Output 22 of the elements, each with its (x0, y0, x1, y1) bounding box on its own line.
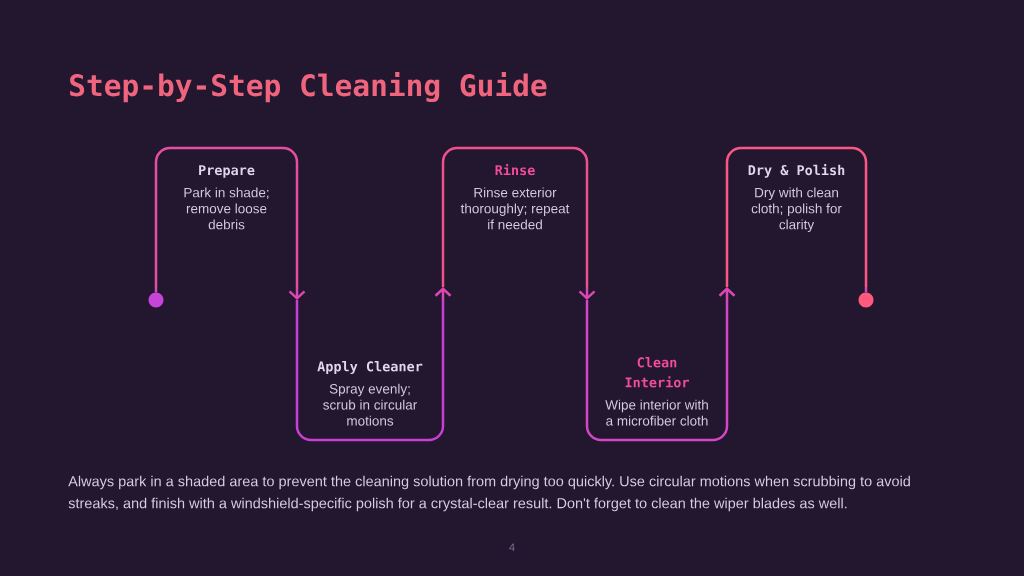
step-description: Dry with clean cloth; polish for clarity (751, 187, 842, 232)
connector-line (154, 287, 158, 293)
heading: Step-by-Step Cleaning Guide (70, 72, 547, 103)
step-box (295, 300, 445, 442)
page-number: 4 (509, 543, 515, 551)
step-box (585, 300, 729, 442)
step-description: Rinse exterior thoroughly; repeat if needed (460, 187, 570, 230)
connector-line (864, 287, 868, 293)
step-title: Rinse (495, 164, 535, 176)
step-description: Wipe interior with a microfiber cloth (605, 399, 708, 426)
step-description: Spray evenly; scrub in circular motions (323, 383, 417, 426)
step-box (441, 146, 589, 287)
endpoint-dot (148, 292, 164, 308)
note-text: Always park in a shaded area to prevent the cleaning solution from drying too quickly. Use circular motions when scrubbing to avoid streaks, and finish with a windshield-specific polish for a crystal-clear result. Don't forget to clean the wiper blades as well. (68, 475, 910, 512)
step-title: Apply Cleaner (317, 361, 423, 375)
step-box (725, 146, 868, 287)
step-description: Park in shade; remove loose debris (184, 187, 269, 230)
step-title: Clean Interior (625, 357, 689, 388)
endpoint-dot (858, 292, 874, 308)
step-title: Prepare (199, 165, 255, 178)
step-box (154, 146, 299, 287)
step-title: Dry & Polish (748, 164, 845, 178)
